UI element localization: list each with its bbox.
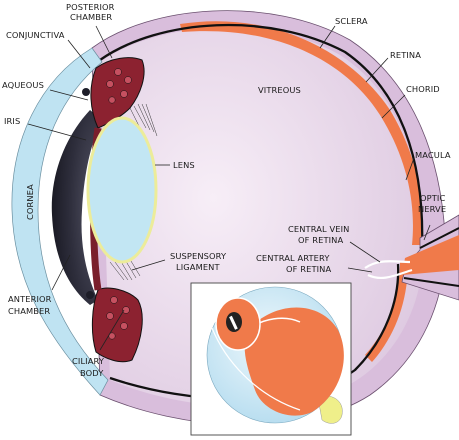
canal-node-top [82,88,90,96]
ciliary-body-bottom [91,287,143,363]
label-suspensory-2: LIGAMENT [176,262,220,272]
lens-shape [86,116,158,264]
label-optic-nerve-2: NERVE [418,204,446,214]
retina-line [99,23,424,251]
label-suspensory-1: SUSPENSORY [170,251,227,261]
label-vitreous: VITREOUS [258,85,301,95]
inset-rim-line [211,327,301,411]
label-chorid: CHORID [406,84,440,94]
label-central-artery-1: CENTRAL ARTERY [256,253,330,263]
label-retina: RETINA [390,50,421,60]
label-ciliary-body-1: CILIARY [72,356,105,366]
label-cornea: CORNEA [25,184,35,220]
inset-pupil-slit [229,315,238,330]
inset-panel [190,282,352,436]
retina-band [180,21,423,245]
label-anterior-chamber-2: CHAMBER [8,306,50,316]
label-aqueous: AQUEOUS [2,80,44,90]
label-sclera: SCLERA [335,16,368,26]
label-anterior-chamber-1: ANTERIOR [8,294,52,304]
optic-nerve-core [402,235,459,275]
label-conjunctiva: CONJUNCTIVA [6,30,65,40]
label-central-vein-1: CENTRAL VEIN [288,224,349,234]
optic-nerve-outline [403,227,459,287]
inset-retina-cutaway [244,307,344,416]
cornea-shape [11,47,109,396]
label-ciliary-body-2: BODY [80,368,104,378]
label-posterior-chamber-1: POSTERIOR [66,2,115,12]
iris-anterior-shape [51,110,102,305]
label-lens: LENS [173,160,195,170]
label-iris: IRIS [4,116,20,126]
label-central-artery-2: OF RETINA [286,264,331,274]
central-vessels [364,260,413,279]
canal-node-bottom [86,291,94,299]
label-optic-nerve-1: OPTIC [420,193,445,203]
label-central-vein-2: OF RETINA [298,235,343,245]
ciliary-processes [106,68,132,340]
leader-lines [27,25,431,351]
label-posterior-chamber-2: CHAMBER [70,12,112,22]
label-macula: MACULA [415,150,451,160]
